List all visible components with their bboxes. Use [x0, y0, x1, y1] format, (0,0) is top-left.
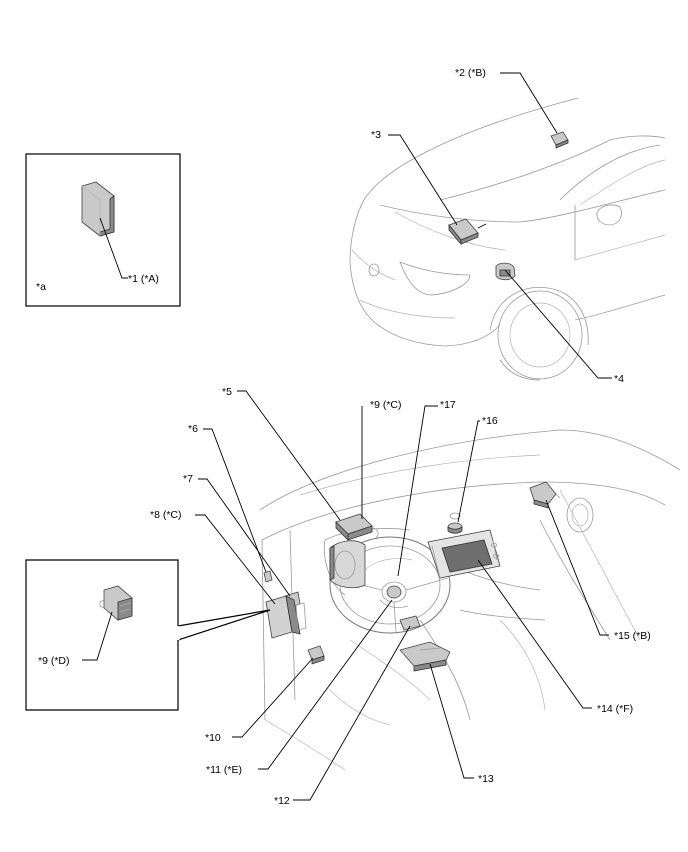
part-6-switch: [263, 570, 273, 583]
leader-line-12: [293, 625, 411, 801]
part-8c-ecu: [265, 595, 307, 639]
part-1-ecu: [81, 181, 115, 237]
label-3: *3: [371, 129, 381, 141]
leader-line-15: [545, 499, 609, 636]
leader-line-1: [99, 217, 128, 279]
leader-line-14: [477, 559, 592, 709]
leader-line-9d: [82, 611, 113, 661]
label-4: *4: [614, 373, 624, 385]
part-3-module: [448, 218, 487, 246]
dashboard-illustration: [259, 429, 681, 771]
leader-line-11: [258, 599, 393, 770]
leader-line-17: [397, 405, 438, 577]
leader-line-5: [237, 390, 341, 521]
label-12: *12: [274, 795, 290, 807]
part-15-module: [529, 481, 561, 509]
label-8: *8 (*C): [150, 509, 182, 521]
part-14-display-unit: [427, 529, 501, 579]
label-5: *5: [222, 386, 232, 398]
part-5-combination-meter: [329, 540, 366, 589]
leader-line-6: [203, 428, 267, 573]
inset-box-a: *1 (*A) *a: [25, 153, 181, 307]
leader-line-16: [457, 420, 480, 523]
leader-line-2: [500, 72, 558, 134]
leader-line-8: [195, 514, 276, 605]
label-16: *16: [482, 415, 498, 427]
label-2: *2 (*B): [455, 67, 486, 79]
part-2-rain-sensor: [550, 131, 569, 149]
label-15: *15 (*B): [614, 630, 651, 642]
leader-line-4: [504, 269, 612, 379]
label-7: *7: [183, 473, 193, 485]
part-10-connector: [307, 645, 325, 665]
label-10: *10: [205, 732, 221, 744]
inset-box-d: *9 (*D): [25, 559, 271, 711]
label-1: *1 (*A): [128, 273, 159, 285]
leader-line-3: [388, 134, 458, 226]
label-11: *11 (*E): [206, 764, 242, 776]
label-13: *13: [478, 773, 494, 785]
vehicle-exterior-illustration: [349, 97, 666, 381]
part-4-sensor: [495, 262, 516, 281]
label-9d: *9 (*D): [38, 655, 70, 667]
label-9c: *9 (*C): [370, 399, 402, 411]
leader-line-13: [429, 663, 474, 779]
part-11-12-column-parts: [379, 599, 421, 631]
part-9c-module: [335, 513, 379, 541]
part-16-sensor: [447, 522, 463, 534]
leader-line-10: [232, 657, 314, 738]
leader-line-7: [198, 478, 291, 597]
label-17: *17: [440, 399, 456, 411]
part-9d-module: [99, 585, 133, 621]
part-13-module: [399, 641, 451, 672]
label-a: *a: [36, 281, 46, 293]
label-6: *6: [188, 423, 198, 435]
label-14: *14 (*F): [597, 703, 633, 715]
